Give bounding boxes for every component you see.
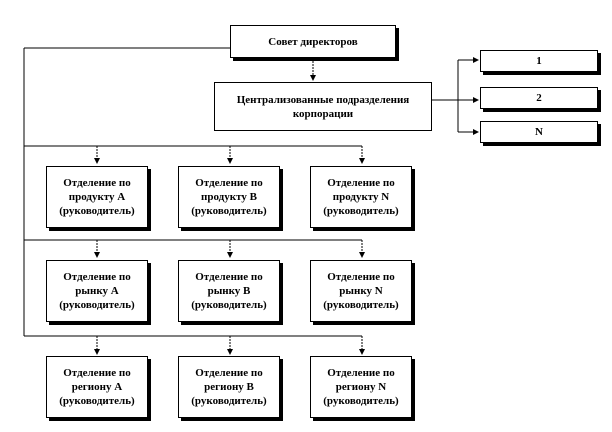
product-division-a-box: Отделение по продукту А (руководитель) [46,166,148,228]
region-division-b-label: Отделение по региону В (руководитель) [191,367,267,407]
market-division-b-label: Отделение по рынку В (руководитель) [191,271,267,311]
product-division-n-box: Отделение по продукту N (руководитель) [310,166,412,228]
central-unit-2-label: 2 [536,92,542,104]
board-of-directors-box: Совет директоров [230,25,396,58]
central-unit-n-label: N [535,126,543,138]
market-division-n-label: Отделение по рынку N (руководитель) [323,271,399,311]
product-division-a-label: Отделение по продукту А (руководитель) [59,177,135,217]
central-unit-1-label: 1 [536,55,542,67]
central-divisions-label: Централизованные подразделения корпораци… [236,93,410,120]
market-division-n-box: Отделение по рынку N (руководитель) [310,260,412,322]
board-of-directors-label: Совет директоров [268,35,358,48]
region-division-n-box: Отделение по региону N (руководитель) [310,356,412,418]
region-division-a-label: Отделение по региону А (руководитель) [59,367,135,407]
product-division-n-label: Отделение по продукту N (руководитель) [323,177,399,217]
market-division-b-box: Отделение по рынку В (руководитель) [178,260,280,322]
region-division-b-box: Отделение по региону В (руководитель) [178,356,280,418]
product-division-b-box: Отделение по продукту В (руководитель) [178,166,280,228]
market-division-a-box: Отделение по рынку А (руководитель) [46,260,148,322]
market-division-a-label: Отделение по рынку А (руководитель) [59,271,135,311]
central-divisions-box: Централизованные подразделения корпораци… [214,82,432,131]
product-division-b-label: Отделение по продукту В (руководитель) [191,177,267,217]
region-division-n-label: Отделение по региону N (руководитель) [323,367,399,407]
region-division-a-box: Отделение по региону А (руководитель) [46,356,148,418]
central-unit-1-box: 1 [480,50,598,72]
central-unit-n-box: N [480,121,598,143]
central-unit-2-box: 2 [480,87,598,109]
